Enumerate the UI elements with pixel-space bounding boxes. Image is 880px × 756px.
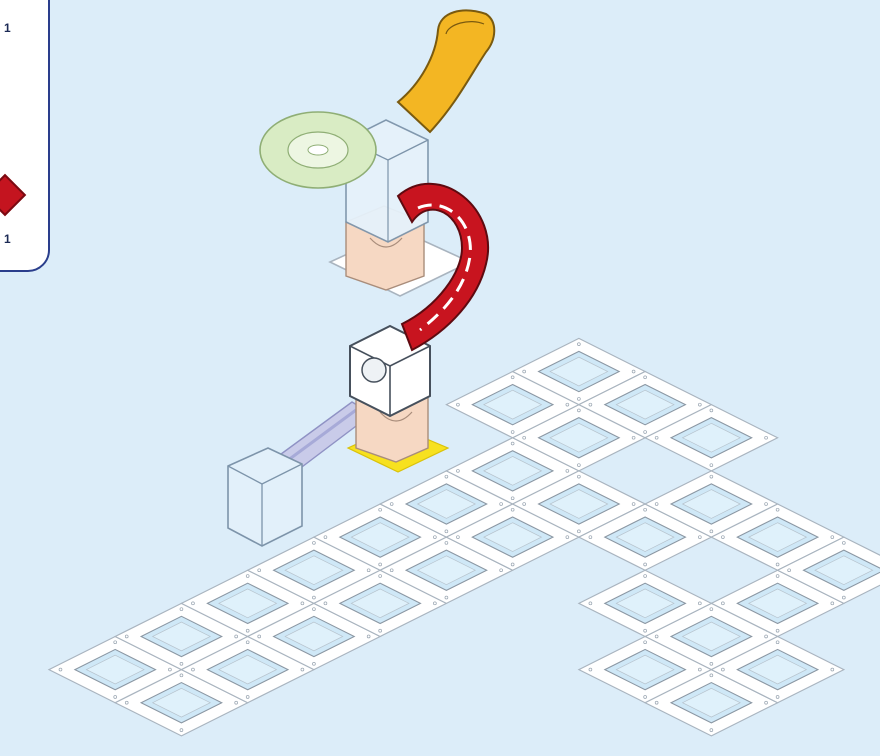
yellow-curved-chute: [398, 11, 494, 132]
clear-end-holder: [228, 448, 302, 546]
green-funnel-ring: [260, 112, 376, 188]
base-plate-right: [446, 338, 880, 735]
